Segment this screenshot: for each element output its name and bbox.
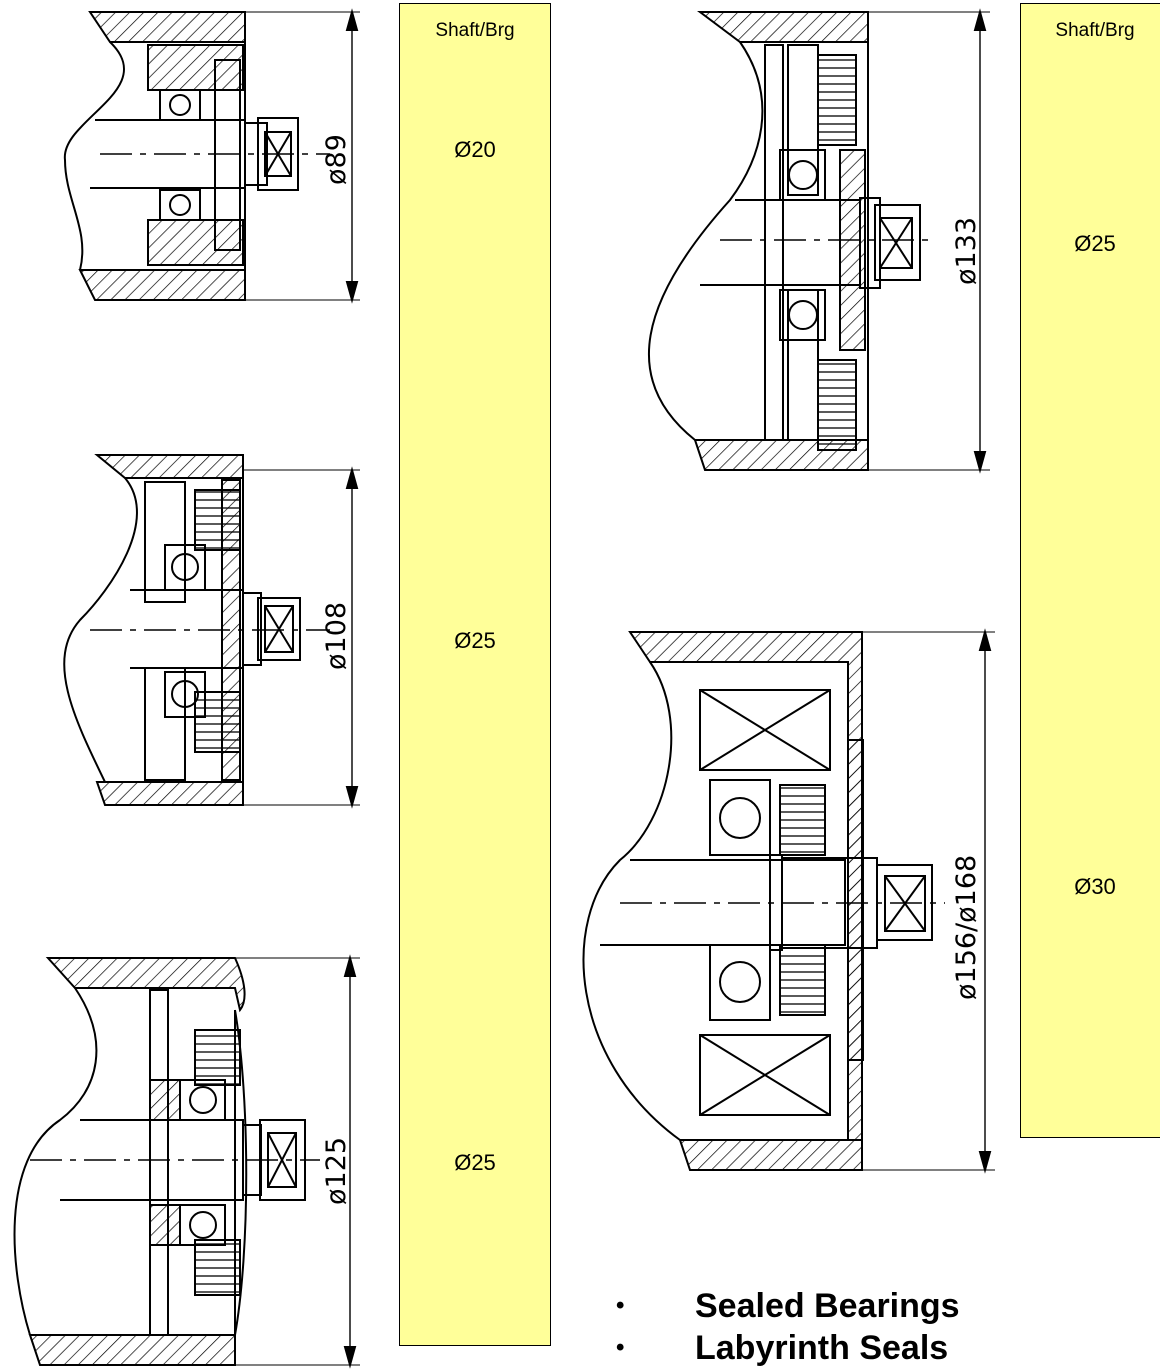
dimension-label-5: ø156/ø168 (951, 855, 982, 1000)
feature-list: • Sealed Bearings • Labyrinth Seals (610, 1285, 960, 1369)
feature-item: • Sealed Bearings (610, 1285, 960, 1327)
shaft-bearing-panel-left: Shaft/Brg Ø20 Ø25 Ø25 (399, 3, 551, 1346)
panel-header-right: Shaft/Brg (1055, 20, 1135, 41)
bullet-icon: • (616, 1334, 625, 1361)
assembly-1-drawing (63, 8, 360, 304)
assembly-3-drawing (13, 954, 360, 1369)
assembly-4-drawing (648, 8, 990, 474)
shaft-size-value: Ø25 (454, 1150, 496, 1175)
feature-label: Labyrinth Seals (695, 1329, 949, 1367)
panel-header-left: Shaft/Brg (435, 20, 515, 41)
shaft-size-value: Ø30 (1074, 874, 1116, 899)
dimension-label-3: ø125 (321, 1137, 352, 1205)
shaft-size-value: Ø25 (1074, 231, 1116, 256)
dimension-label-2: ø108 (321, 602, 352, 670)
shaft-bearing-panel-right: Shaft/Brg Ø25 Ø30 (1020, 3, 1160, 1138)
shaft-size-value: Ø25 (454, 628, 496, 653)
dimension-label-1: ø89 (321, 134, 352, 185)
feature-item: • Labyrinth Seals (610, 1327, 960, 1369)
shaft-size-value: Ø20 (454, 137, 496, 162)
feature-label: Sealed Bearings (695, 1287, 960, 1325)
assembly-2-drawing (63, 454, 360, 809)
dimension-label-4: ø133 (951, 217, 982, 285)
bullet-icon: • (616, 1292, 625, 1319)
assembly-5-drawing (582, 628, 995, 1174)
